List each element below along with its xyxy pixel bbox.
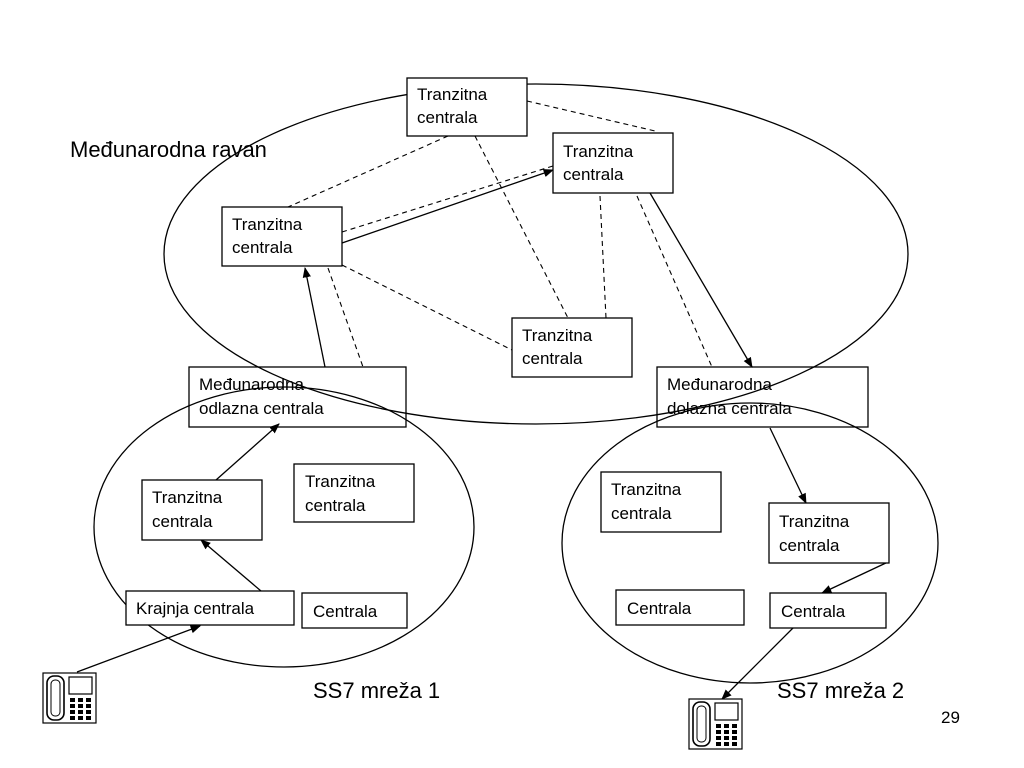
svg-text:centrala: centrala [611,504,672,523]
telephone-icon [42,672,97,724]
svg-text:Tranzitna: Tranzitna [417,85,488,104]
svg-text:odlazna centrala: odlazna centrala [199,399,324,418]
svg-text:Centrala: Centrala [781,602,846,621]
ss7-network-2-label: SS7 mreža 2 [777,678,904,703]
dashed-links [287,100,713,368]
svg-text:centrala: centrala [417,108,478,127]
svg-text:centrala: centrala [232,238,293,257]
ss7-network-1-ellipse [93,386,475,668]
ss7-network-2-ellipse [561,402,939,684]
transit-exchange-top: Tranzitna centrala [406,77,528,137]
svg-text:Centrala: Centrala [627,599,692,618]
n2-transit-exchange-a: Tranzitna centrala [600,471,722,533]
svg-text:Tranzitna: Tranzitna [611,480,682,499]
transit-exchange-left: Tranzitna centrala [221,206,343,267]
svg-text:centrala: centrala [779,536,840,555]
svg-text:Tranzitna: Tranzitna [522,326,593,345]
international-plane-ellipse [163,83,909,425]
svg-text:Krajnja centrala: Krajnja centrala [136,599,255,618]
svg-text:Tranzitna: Tranzitna [305,472,376,491]
signalling-path [76,169,889,700]
svg-text:dolazna centrala: dolazna centrala [667,399,792,418]
svg-text:centrala: centrala [522,349,583,368]
svg-text:Tranzitna: Tranzitna [563,142,634,161]
transit-exchange-bottom: Tranzitna centrala [511,317,633,378]
svg-text:Tranzitna: Tranzitna [232,215,303,234]
n1-end-exchange: Krajnja centrala [125,590,295,626]
international-outgoing-exchange: Međunarodna odlazna centrala [188,366,407,428]
page-number: 29 [941,708,960,727]
svg-text:Tranzitna: Tranzitna [152,488,223,507]
international-plane-title: Međunarodna ravan [70,137,267,162]
n1-exchange: Centrala [301,592,408,629]
transit-exchange-right: Tranzitna centrala [552,132,674,194]
svg-text:Međunarodna: Međunarodna [199,375,304,394]
telephone-icon [688,698,743,750]
n1-transit-exchange-b: Tranzitna centrala [293,463,415,523]
ss7-network-1-label: SS7 mreža 1 [313,678,440,703]
svg-text:Međunarodna: Međunarodna [667,375,772,394]
n2-exchange-b: Centrala [769,592,887,629]
svg-text:Centrala: Centrala [313,602,378,621]
svg-text:Tranzitna: Tranzitna [779,512,850,531]
international-incoming-exchange: Međunarodna dolazna centrala [656,366,869,428]
svg-text:centrala: centrala [305,496,366,515]
n2-transit-exchange-b: Tranzitna centrala [768,502,890,564]
n2-exchange-a: Centrala [615,589,745,626]
n1-transit-exchange-a: Tranzitna centrala [141,479,263,541]
svg-text:centrala: centrala [563,165,624,184]
svg-text:centrala: centrala [152,512,213,531]
